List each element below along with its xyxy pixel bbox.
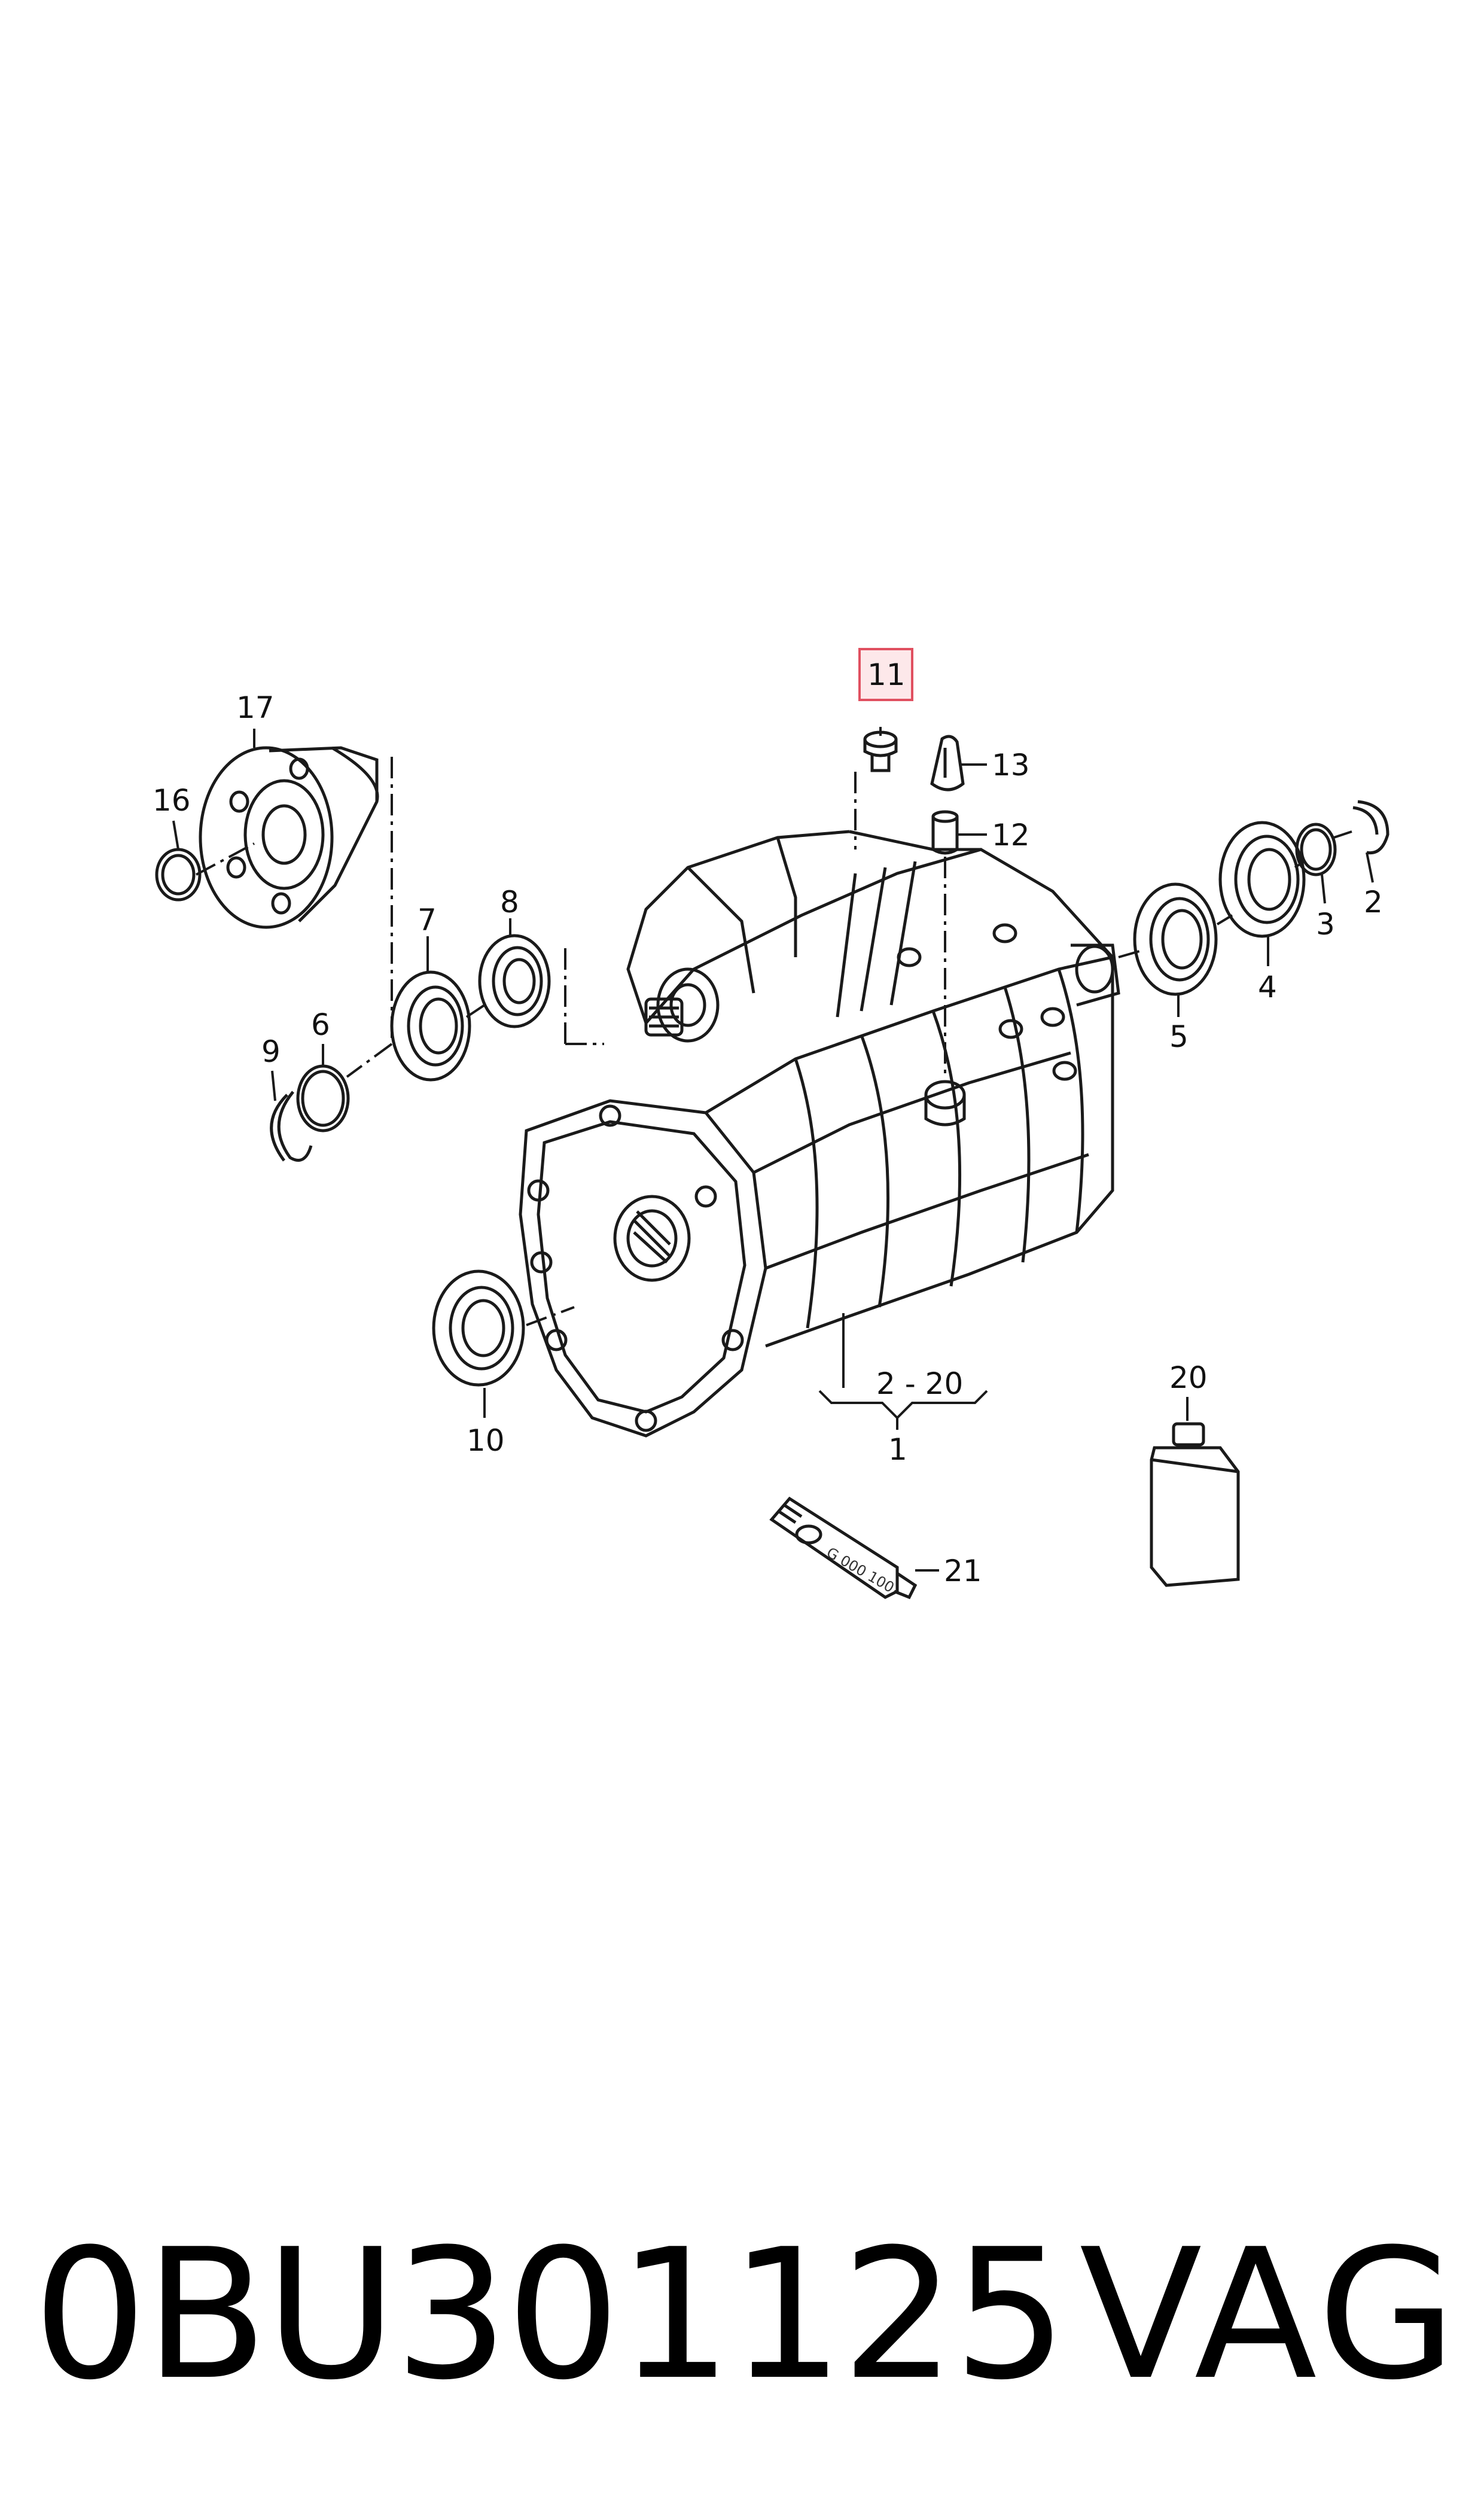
bolt-11 — [863, 730, 898, 772]
seal-5 — [1133, 882, 1218, 996]
rings-6-9 — [270, 1064, 350, 1162]
seal-10 — [432, 1269, 525, 1387]
drive-flange-17 — [199, 746, 379, 929]
center-lines — [196, 757, 1352, 1326]
footer: 0BU301125 VAG — [0, 2213, 1484, 2465]
sealant-tube-21 — [769, 1496, 918, 1600]
callout-11: 11 — [867, 657, 906, 692]
callout-9: 9 — [261, 1034, 281, 1069]
callout-2: 2 — [1364, 885, 1383, 919]
callout-10: 10 — [467, 1423, 505, 1458]
callout-21: 21 — [944, 1554, 982, 1588]
callout-labels: 17 16 7 8 6 9 10 11 13 12 5 4 3 2 2 - 20… — [153, 657, 1383, 1588]
callout-16: 16 — [153, 783, 191, 818]
callout-13: 13 — [992, 748, 1030, 783]
circlip-16 — [155, 848, 202, 902]
leader-lines — [172, 727, 1374, 1572]
callout-17: 17 — [236, 690, 275, 725]
brand-name: VAG — [1079, 2211, 1460, 2419]
rings-2-3 — [1295, 800, 1389, 876]
transmission-housing — [519, 830, 1120, 1438]
bearing-8 — [478, 934, 551, 1028]
callout-11-highlight — [858, 648, 913, 701]
oil-bottle-20 — [1150, 1422, 1240, 1587]
exploded-parts-diagram: G 000 100 — [153, 648, 1389, 1600]
callout-8: 8 — [500, 885, 519, 919]
callout-6: 6 — [311, 1007, 330, 1042]
seal-7 — [390, 970, 471, 1082]
seal-4 — [1218, 821, 1306, 938]
part-number: 0BU301125 — [33, 2211, 1067, 2419]
callout-7: 7 — [418, 903, 437, 937]
callout-3: 3 — [1316, 907, 1335, 942]
cap-13 — [930, 735, 965, 791]
callout-12: 12 — [992, 818, 1030, 852]
callout-5: 5 — [1169, 1019, 1189, 1054]
callout-1: 1 — [888, 1432, 907, 1467]
callout-range: 2 - 20 — [876, 1366, 963, 1401]
callout-4: 4 — [1258, 970, 1277, 1004]
callout-20: 20 — [1169, 1360, 1208, 1395]
pin-12 — [931, 810, 959, 855]
